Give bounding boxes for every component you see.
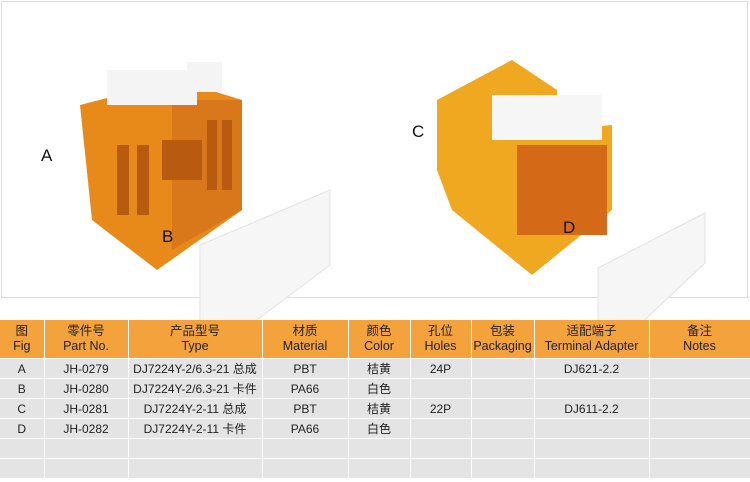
table-cell: 桔黄 [348, 358, 411, 379]
table-cell [410, 438, 472, 459]
table-cell [0, 438, 45, 459]
table-cell: JH-0279 [44, 358, 129, 379]
table-cell [471, 358, 535, 379]
table-cell: 24P [410, 358, 472, 379]
table-cell [128, 458, 263, 478]
table-cell [471, 438, 535, 459]
table-cell: 22P [410, 398, 472, 419]
header-en: Notes [683, 339, 716, 353]
header-en: Terminal Adapter [544, 339, 639, 353]
table-cell [471, 398, 535, 419]
table-cell: JH-0282 [44, 418, 129, 439]
table-cell [649, 438, 750, 459]
table-cell [649, 378, 750, 399]
header-cn: 包装 [489, 324, 515, 338]
table-cell [348, 458, 411, 478]
table-cell [471, 458, 535, 478]
table-cell: 桔黄 [348, 398, 411, 419]
connector-a-image [80, 62, 242, 270]
table-cell [44, 438, 129, 459]
table-cell [649, 398, 750, 419]
header-en: Holes [424, 339, 457, 353]
table-cell: 白色 [348, 378, 411, 399]
table-cell [0, 458, 45, 478]
table-row [0, 438, 750, 459]
table-cell [534, 458, 650, 478]
table-row [0, 458, 750, 478]
table-cell: PA66 [262, 378, 349, 399]
table-cell: C [0, 398, 45, 419]
table-cell: B [0, 378, 45, 399]
connector-c-image [437, 60, 612, 275]
table-cell: PA66 [262, 418, 349, 439]
table-cell: A [0, 358, 45, 379]
header-cn: 适配端子 [566, 324, 617, 338]
figure-label-b: B [162, 227, 174, 246]
table-cell [410, 418, 472, 439]
table-cell [649, 418, 750, 439]
table-cell: JH-0281 [44, 398, 129, 419]
table-cell: DJ7224Y-2/6.3-21 总成 [128, 358, 263, 379]
table-cell: PBT [262, 358, 349, 379]
header-cn: 备注 [686, 324, 712, 338]
table-cell [410, 378, 472, 399]
table-cell: 白色 [348, 418, 411, 439]
table-cell [44, 458, 129, 478]
table-cell [649, 358, 750, 379]
table-cell [128, 438, 263, 459]
table-cell [262, 458, 349, 478]
table-cell [262, 438, 349, 459]
table-cell: DJ7224Y-2-11 卡件 [128, 418, 263, 439]
header-cn: 零件号 [67, 324, 105, 338]
header-cn: 图 [15, 324, 28, 338]
header-cn: 颜色 [366, 324, 392, 338]
header-cn: 材质 [292, 324, 318, 338]
table-cell: JH-0280 [44, 378, 129, 399]
table-cell [534, 438, 650, 459]
header-en: Type [181, 339, 209, 353]
figure-label-c: C [412, 122, 425, 141]
table-cell: DJ611-2.2 [534, 398, 650, 419]
table-cell: DJ621-2.2 [534, 358, 650, 379]
figure-label-a: A [41, 146, 53, 165]
table-cell [410, 458, 472, 478]
table-cell [471, 418, 535, 439]
header-en: Part No. [63, 339, 109, 353]
header-en: Material [282, 339, 328, 353]
table-cell: DJ7224Y-2/6.3-21 卡件 [128, 378, 263, 399]
header-en: Color [364, 339, 394, 353]
header-en: Packaging [473, 339, 532, 353]
header-cn: 产品型号 [169, 324, 220, 338]
table-cell [534, 418, 650, 439]
table-cell: DJ7224Y-2-11 总成 [128, 398, 263, 419]
table-cell: D [0, 418, 45, 439]
table-cell [348, 438, 411, 459]
header-cn: 孔位 [427, 324, 453, 338]
table-cell [649, 458, 750, 478]
header-en: Fig [13, 339, 31, 353]
table-cell: PBT [262, 398, 349, 419]
table-cell [534, 378, 650, 399]
table-cell [471, 378, 535, 399]
figure-label-d: D [563, 218, 576, 237]
